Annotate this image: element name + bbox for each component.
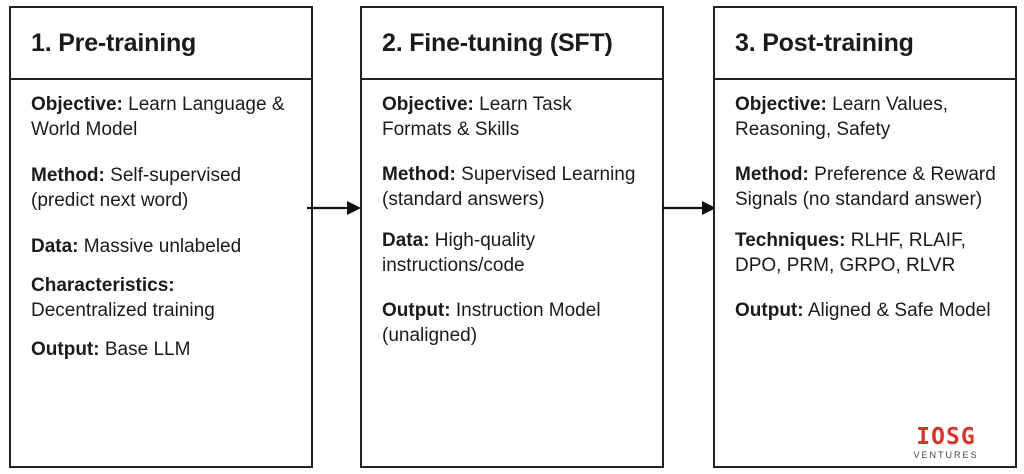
arrow-right-icon [662, 201, 716, 215]
item-label: Output: [31, 339, 100, 360]
stage-post-training: 3. Post-training Objective: Learn Values… [713, 6, 1017, 468]
item-label: Characteristics: [31, 275, 175, 296]
item-label: Output: [382, 300, 451, 321]
stage-item: Objective: Learn Values, Reasoning, Safe… [735, 92, 999, 142]
stage-body: Objective: Learn Values, Reasoning, Safe… [715, 80, 1015, 323]
stage-item: Objective: Learn Task Formats & Skills [382, 92, 646, 142]
logo-subtitle: VENTURES [913, 450, 979, 460]
item-text: RLHF, RLAIF, DPO, PRM, GRPO, RLVR [735, 230, 966, 276]
stage-title: 2. Fine-tuning (SFT) [382, 28, 613, 57]
stage-item: Output: Base LLM [31, 337, 295, 362]
item-text: Learn Task Formats & Skills [382, 94, 572, 140]
stage-body: Objective: Learn Language & World Model … [11, 80, 311, 362]
item-text: Self-supervised (predict next word) [31, 165, 242, 211]
item-label: Objective: [31, 94, 123, 115]
item-text: Base LLM [104, 339, 191, 360]
item-text: Decentralized training [31, 300, 215, 321]
stage-item: Method: Self-supervised (predict next wo… [31, 163, 295, 213]
stage-item: Output: Instruction Model (unaligned) [382, 298, 646, 348]
stage-header: 1. Pre-training [11, 8, 311, 80]
stage-item: Data: Massive unlabeled [31, 234, 295, 259]
stage-pre-training: 1. Pre-training Objective: Learn Languag… [9, 6, 313, 468]
iosg-ventures-logo: IOSG VENTURES [904, 425, 988, 460]
item-label: Method: [735, 164, 809, 185]
stage-item: Objective: Learn Language & World Model [31, 92, 295, 142]
item-text: Massive unlabeled [83, 236, 242, 257]
stage-item: Method: Preference & Reward Signals (no … [735, 162, 999, 212]
stage-header: 2. Fine-tuning (SFT) [362, 8, 662, 80]
item-text: High-quality instructions/code [382, 230, 536, 276]
item-text: Aligned & Safe Model [807, 300, 991, 321]
stage-item: Characteristics: Decentralized training [31, 273, 295, 323]
item-text: Learn Language & World Model [31, 94, 285, 140]
item-label: Output: [735, 300, 804, 321]
stage-item: Output: Aligned & Safe Model [735, 298, 999, 323]
item-text: Learn Values, Reasoning, Safety [735, 94, 948, 140]
stage-item: Data: High-quality instructions/code [382, 228, 646, 278]
arrow-right-icon [307, 201, 361, 215]
stage-fine-tuning: 2. Fine-tuning (SFT) Objective: Learn Ta… [360, 6, 664, 468]
item-text: Preference & Reward Signals (no standard… [735, 164, 996, 210]
item-label: Method: [31, 165, 105, 186]
item-label: Method: [382, 164, 456, 185]
stage-item: Techniques: RLHF, RLAIF, DPO, PRM, GRPO,… [735, 228, 999, 278]
stage-body: Objective: Learn Task Formats & Skills M… [362, 80, 662, 348]
item-label: Data: [31, 236, 79, 257]
item-text: Supervised Learning (standard answers) [382, 164, 636, 210]
item-label: Objective: [382, 94, 474, 115]
logo-wordmark: IOSG [916, 424, 976, 450]
item-label: Data: [382, 230, 430, 251]
stage-header: 3. Post-training [715, 8, 1015, 80]
item-label: Objective: [735, 94, 827, 115]
item-label: Techniques: [735, 230, 846, 251]
stage-title: 1. Pre-training [31, 28, 197, 57]
stage-item: Method: Supervised Learning (standard an… [382, 162, 646, 212]
stage-title: 3. Post-training [735, 28, 914, 57]
item-text: Instruction Model (unaligned) [382, 300, 601, 346]
